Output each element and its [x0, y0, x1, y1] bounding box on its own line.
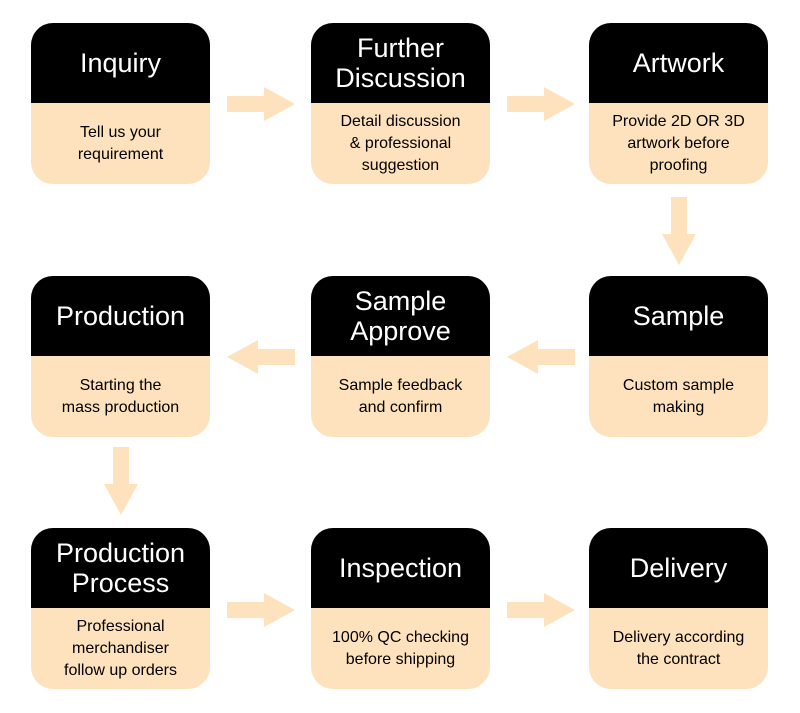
arrow-down-icon [104, 447, 138, 515]
step-card-production: Production Starting the mass production [31, 276, 210, 437]
step-description: Tell us your requirement [31, 103, 210, 184]
arrow-left-icon [227, 340, 295, 374]
step-description: Professional merchandiser follow up orde… [31, 608, 210, 689]
arrow-left-icon [507, 340, 575, 374]
step-card-artwork: Artwork Provide 2D OR 3D artwork before … [589, 23, 768, 184]
step-card-sample-approve: Sample Approve Sample feedback and confi… [311, 276, 490, 437]
arrow-down-icon [662, 197, 696, 265]
arrow-right-icon [507, 593, 575, 627]
step-description: Delivery according the contract [589, 608, 768, 689]
step-title: Inspection [311, 528, 490, 608]
step-card-inspection: Inspection 100% QC checking before shipp… [311, 528, 490, 689]
step-title: Sample [589, 276, 768, 356]
step-card-delivery: Delivery Delivery according the contract [589, 528, 768, 689]
step-description: Provide 2D OR 3D artwork before proofing [589, 103, 768, 184]
step-description: Starting the mass production [31, 356, 210, 437]
arrow-right-icon [507, 87, 575, 121]
step-description: Detail discussion & professional suggest… [311, 103, 490, 184]
step-card-inquiry: Inquiry Tell us your requirement [31, 23, 210, 184]
step-title: Artwork [589, 23, 768, 103]
step-title: Delivery [589, 528, 768, 608]
step-title: Further Discussion [311, 23, 490, 103]
step-title: Inquiry [31, 23, 210, 103]
arrow-right-icon [227, 593, 295, 627]
step-title: Sample Approve [311, 276, 490, 356]
arrow-right-icon [227, 87, 295, 121]
step-card-sample: Sample Custom sample making [589, 276, 768, 437]
step-card-further-discussion: Further Discussion Detail discussion & p… [311, 23, 490, 184]
step-card-production-process: Production Process Professional merchand… [31, 528, 210, 689]
step-title: Production [31, 276, 210, 356]
step-description: Sample feedback and confirm [311, 356, 490, 437]
step-title: Production Process [31, 528, 210, 608]
step-description: 100% QC checking before shipping [311, 608, 490, 689]
step-description: Custom sample making [589, 356, 768, 437]
